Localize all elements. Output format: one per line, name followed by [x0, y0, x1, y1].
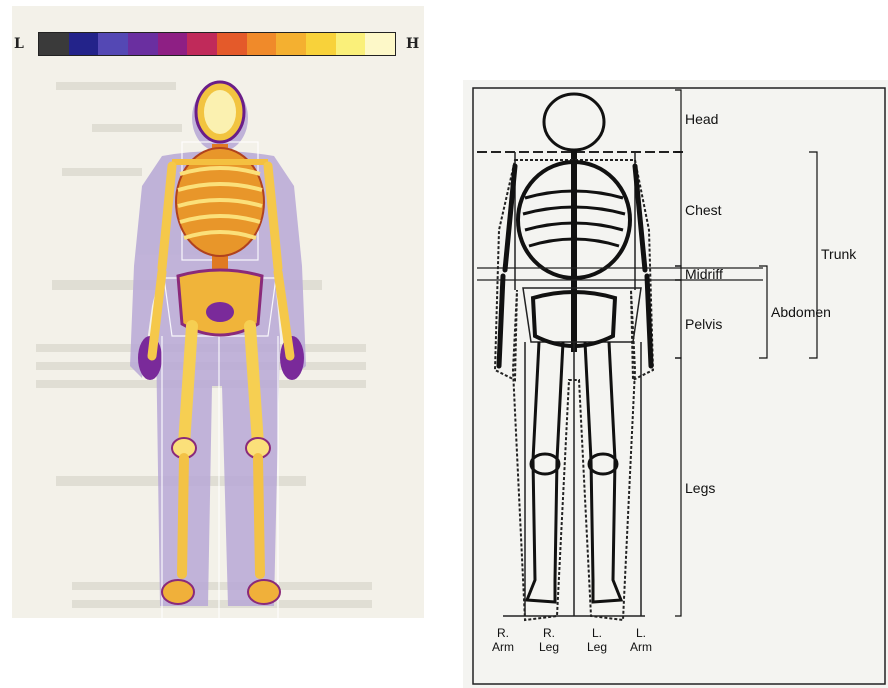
skeleton-line-drawing [463, 80, 888, 688]
label-right-arm: R. Arm [483, 626, 523, 654]
label-abdomen: Abdomen [771, 304, 831, 320]
body-region-diagram: Head Chest Trunk Midriff Abdomen Pelvis … [463, 80, 888, 688]
label-legs: Legs [685, 480, 715, 496]
label-trunk: Trunk [821, 246, 856, 262]
label-chest: Chest [685, 202, 722, 218]
label-left-arm-line1: L. [621, 626, 661, 640]
label-head: Head [685, 111, 718, 127]
label-pelvis: Pelvis [685, 316, 722, 332]
label-right-leg-line2: Leg [529, 640, 569, 654]
dxa-scan-panel: L H [12, 6, 424, 618]
label-left-leg-line2: Leg [577, 640, 617, 654]
skeleton-scan-image [12, 6, 424, 618]
label-right-leg-line1: R. [529, 626, 569, 640]
label-midriff: Midriff [685, 266, 723, 282]
label-left-leg: L. Leg [577, 626, 617, 654]
label-right-arm-line2: Arm [483, 640, 523, 654]
label-right-arm-line1: R. [483, 626, 523, 640]
label-left-arm: L. Arm [621, 626, 661, 654]
label-left-arm-line2: Arm [621, 640, 661, 654]
label-right-leg: R. Leg [529, 626, 569, 654]
label-left-leg-line1: L. [577, 626, 617, 640]
